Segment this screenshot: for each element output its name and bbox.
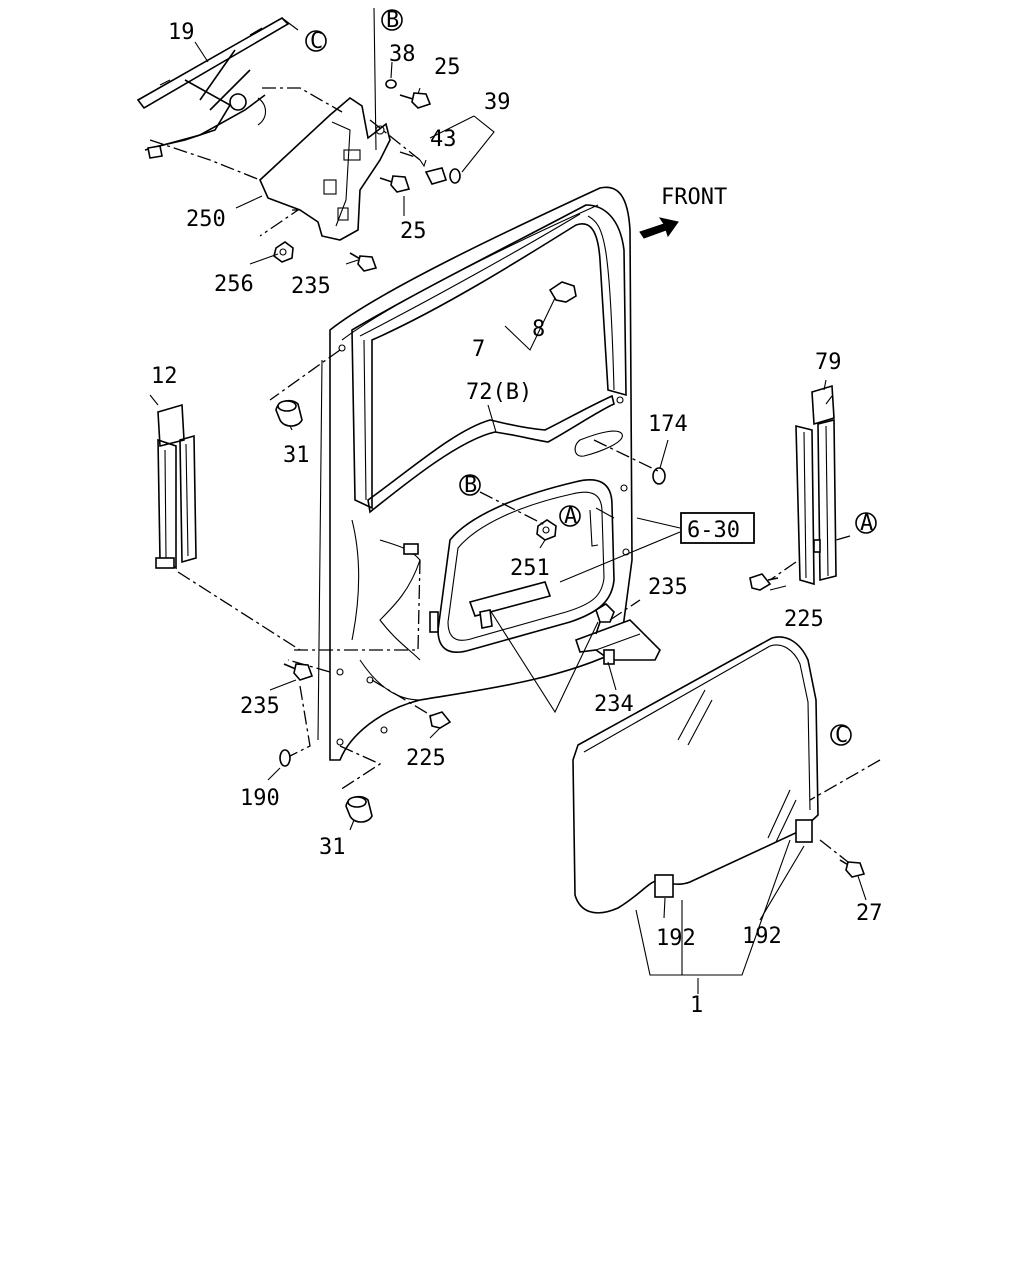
part-label-192a: 192: [656, 926, 696, 951]
part-label-225b: 225: [406, 746, 446, 771]
fasteners: [273, 79, 866, 878]
part-label-39: 39: [484, 90, 511, 115]
part-label-250: 250: [186, 207, 226, 232]
reference-box: 6-30: [680, 512, 755, 544]
part-label-25a: 25: [434, 55, 461, 80]
glass-guide-bracket: [468, 509, 661, 665]
part-label-7: 7: [472, 337, 485, 362]
front-run-channel: [795, 384, 837, 586]
front-arrow: FRONT: [639, 185, 727, 239]
part-label-25b: 25: [400, 219, 427, 244]
callouts: B C B A A C: [305, 8, 877, 748]
callout-c-right: C: [835, 723, 848, 748]
part-label-225a: 225: [784, 607, 824, 632]
part-label-192b: 192: [742, 924, 782, 949]
part-label-174: 174: [648, 412, 688, 437]
front-label: FRONT: [661, 185, 727, 210]
window-frame-channel: [351, 204, 627, 514]
part-label-256: 256: [214, 272, 254, 297]
door-panel: [317, 186, 633, 761]
solid-leaders: [194, 17, 867, 994]
part-label-190: 190: [240, 786, 280, 811]
part-label-38: 38: [389, 42, 416, 67]
rear-run-channel: [155, 403, 197, 570]
part-label-234: 234: [594, 692, 634, 717]
ref-box-label: 6-30: [687, 518, 740, 543]
part-label-79: 79: [815, 350, 842, 375]
part-label-235c: 235: [240, 694, 280, 719]
window-regulator: [136, 17, 290, 159]
part-label-8: 8: [532, 317, 545, 342]
part-label-1: 1: [690, 993, 703, 1018]
regulator-bracket: [259, 96, 391, 241]
part-label-12: 12: [151, 364, 178, 389]
callout-b-top: B: [386, 8, 399, 33]
callout-a-right: A: [860, 511, 873, 536]
part-label-235b: 235: [648, 575, 688, 600]
part-label-31a: 31: [283, 443, 310, 468]
part-labels: 19 38 25 39 43 250 25 256 235 7 8 12 72(…: [151, 20, 883, 1018]
part-label-72b: 72(B): [466, 380, 532, 405]
part-label-235a: 235: [291, 274, 331, 299]
callout-a-mid: A: [564, 504, 577, 529]
callout-c-top: C: [310, 29, 323, 54]
part-label-19: 19: [168, 20, 195, 45]
part-label-43: 43: [430, 127, 457, 152]
callout-b-mid: B: [464, 473, 477, 498]
part-label-27: 27: [856, 901, 883, 926]
part-label-251: 251: [510, 556, 550, 581]
door-glass: [572, 636, 819, 914]
leader-lines: [149, 7, 881, 863]
part-label-31b: 31: [319, 835, 346, 860]
